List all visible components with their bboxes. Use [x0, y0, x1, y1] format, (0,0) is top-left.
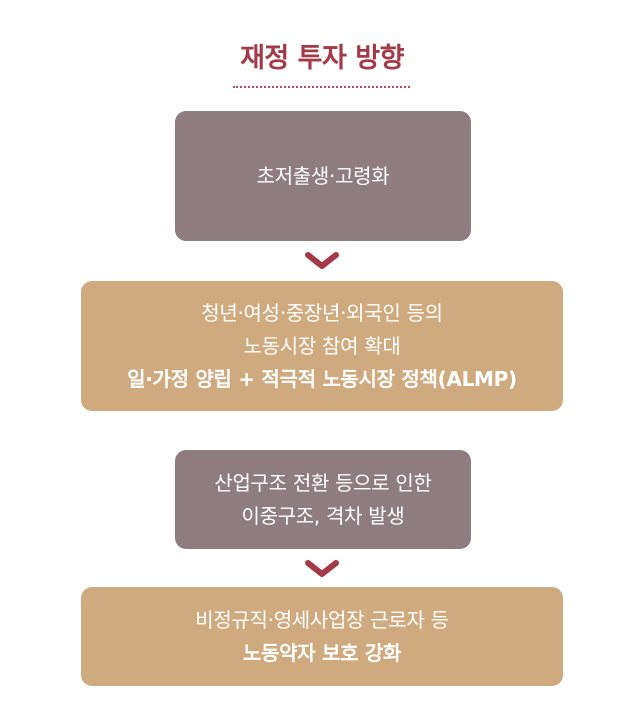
box-industrial-transition: 산업구조 전환 등으로 인한 이중구조, 격차 발생 [175, 450, 471, 549]
title-dotted-divider [233, 86, 410, 88]
box-vulnerable-worker-protection: 비정규직·영세사업장 근로자 등 노동약자 보호 강화 [81, 587, 563, 686]
box-aging-society: 초저출생·고령화 [175, 111, 471, 241]
box-labor-participation-line-1: 청년·여성·중장년·외국인 등의 [201, 300, 443, 325]
chevron-down-icon [305, 252, 339, 269]
chevron-down-icon [305, 560, 339, 577]
box-labor-participation-line-3: 일·가정 양립 + 적극적 노동시장 정책(ALMP) [127, 366, 517, 391]
diagram-title: 재정 투자 방향 [240, 43, 404, 74]
box-vulnerable-worker-protection-line-1: 비정규직·영세사업장 근로자 등 [195, 607, 449, 632]
box-labor-participation-line-2: 노동시장 참여 확대 [243, 333, 401, 358]
box-industrial-transition-line-2: 이중구조, 격차 발생 [241, 503, 405, 528]
box-aging-society-line-1: 초저출생·고령화 [256, 163, 390, 188]
box-vulnerable-worker-protection-line-2: 노동약자 보호 강화 [242, 640, 402, 665]
box-industrial-transition-line-1: 산업구조 전환 등으로 인한 [214, 470, 432, 495]
box-labor-participation: 청년·여성·중장년·외국인 등의 노동시장 참여 확대 일·가정 양립 + 적극… [81, 281, 563, 411]
